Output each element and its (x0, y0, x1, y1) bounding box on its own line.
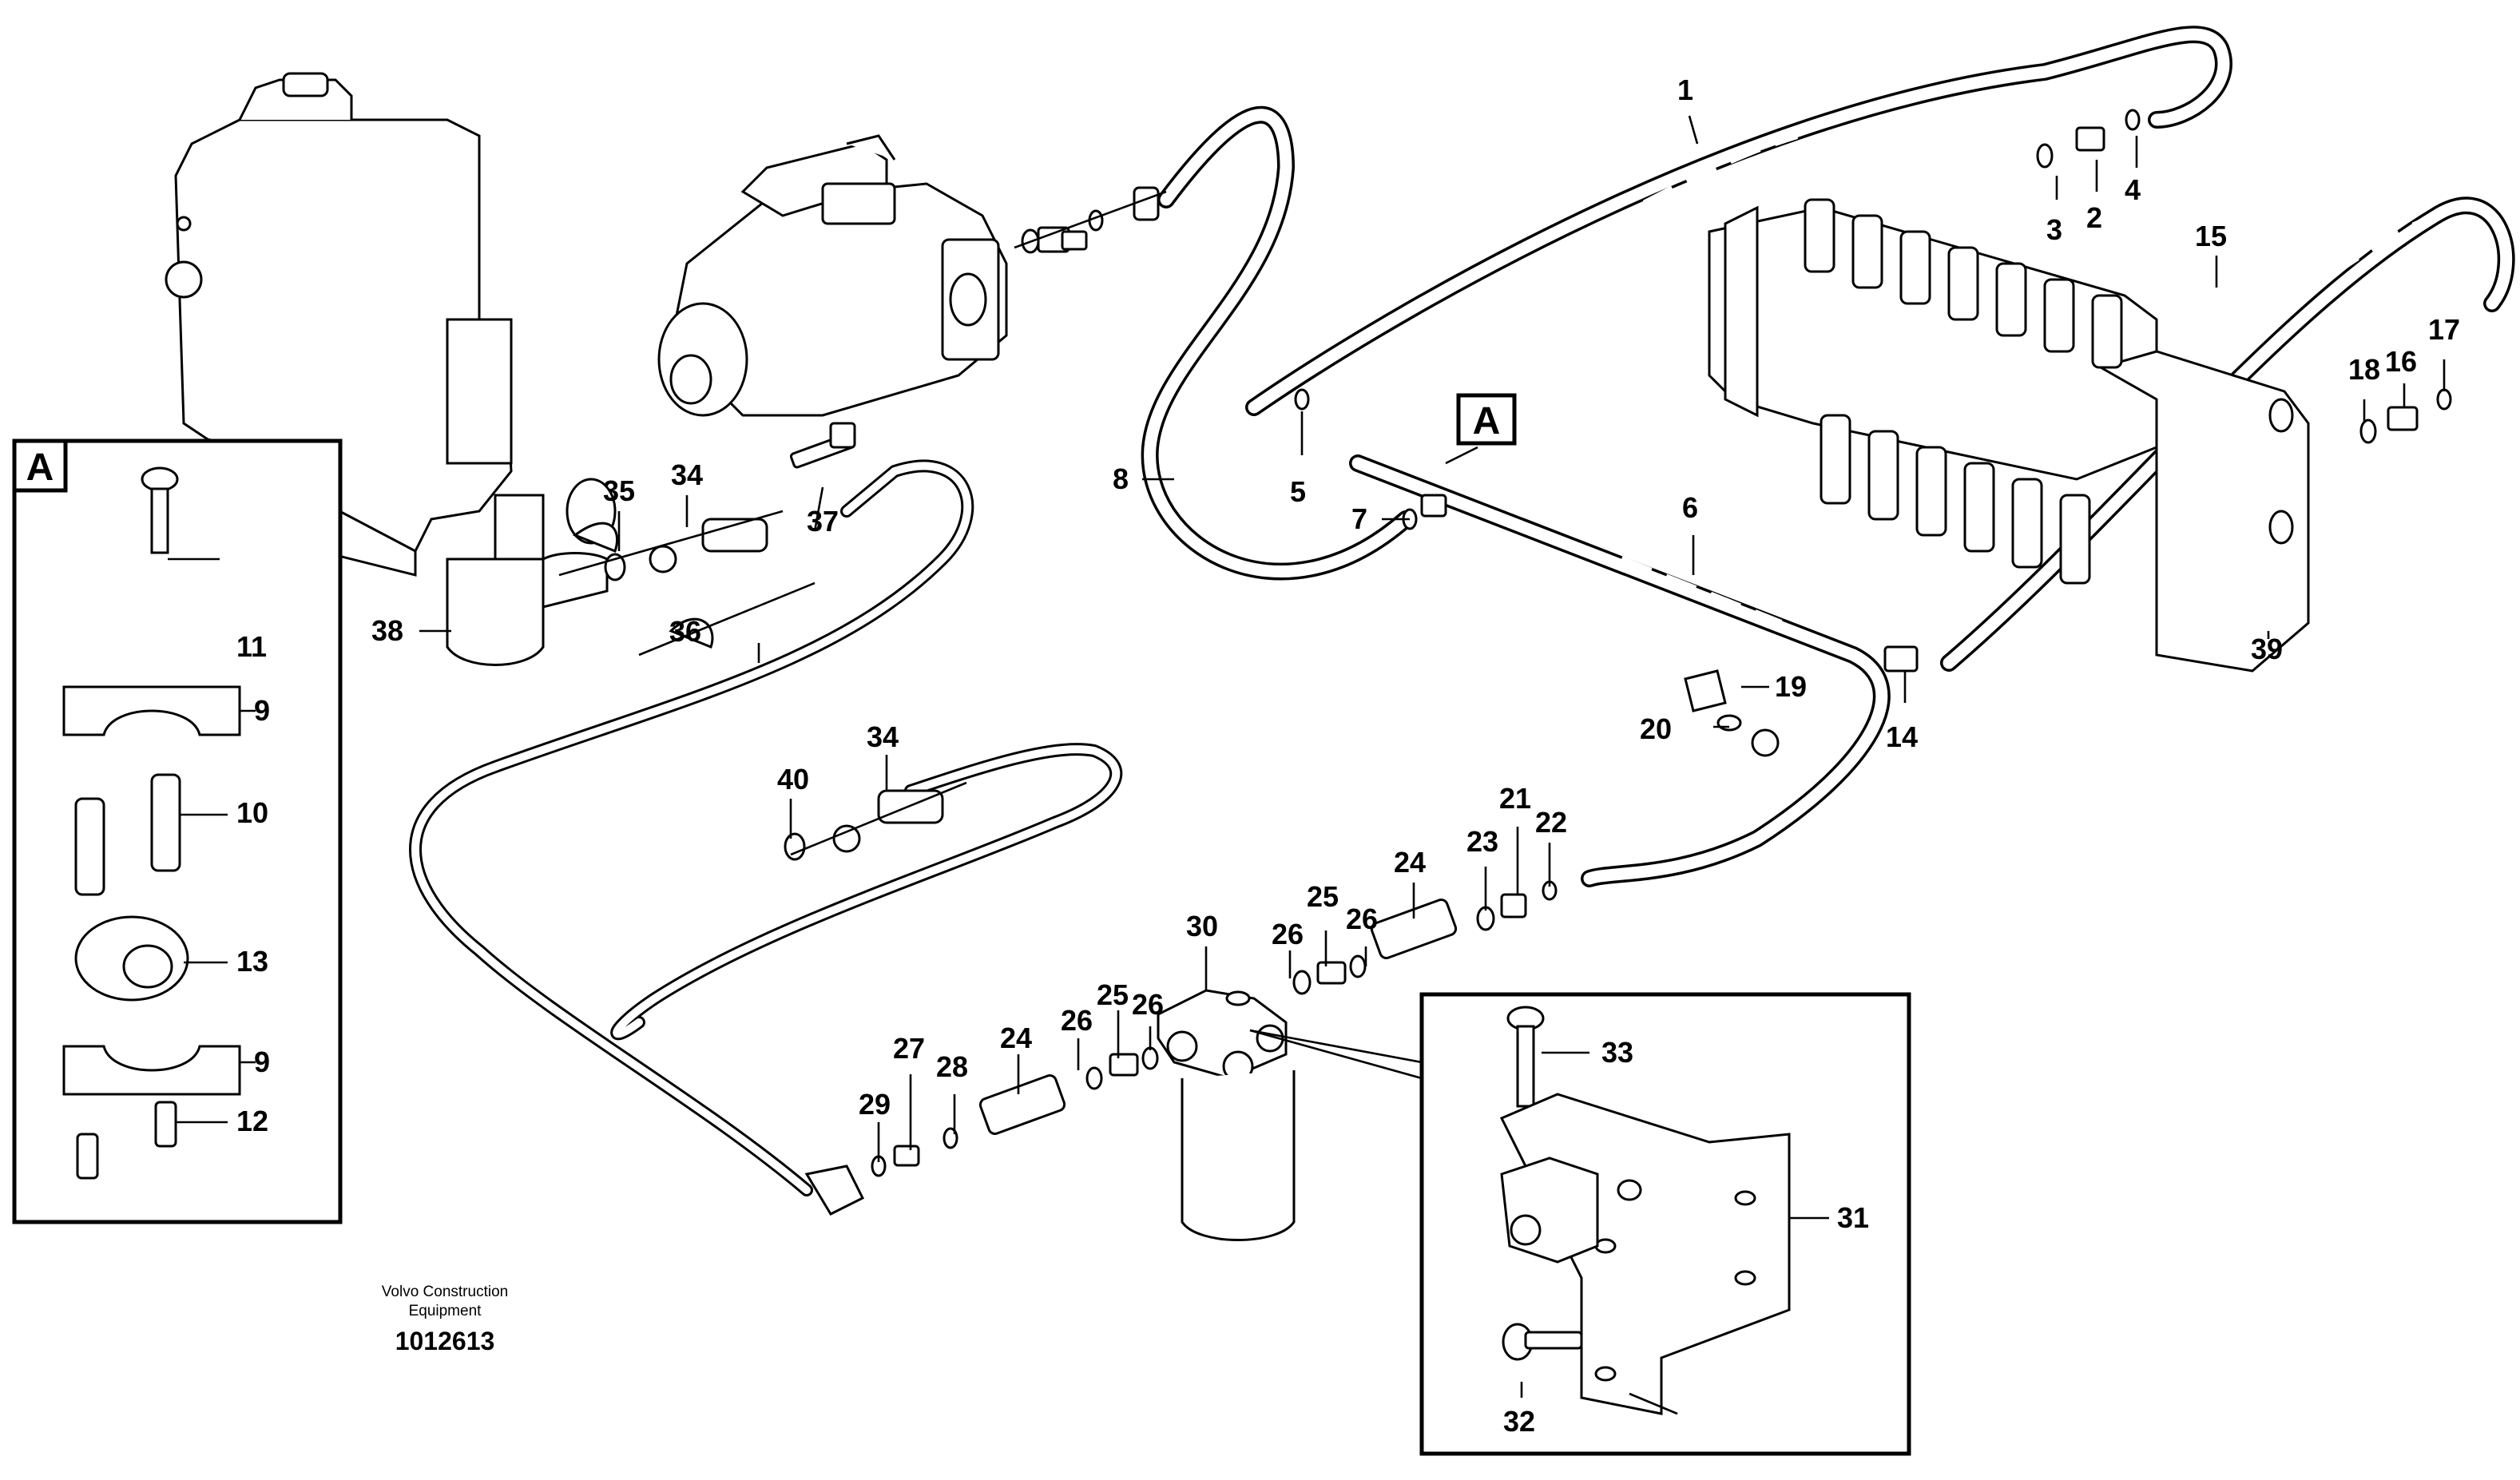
callout-label: 1 (1677, 73, 1693, 106)
callout-label: 5 (1290, 475, 1306, 508)
callout-label: 34 (867, 720, 899, 753)
callout-label: 18 (2348, 353, 2380, 386)
hose-6 (1349, 454, 1891, 887)
callout-label: 3 (2046, 213, 2062, 246)
inset-a-label: 12 (236, 1105, 268, 1137)
callouts: 1 2 3 4 5 6 7 8 14 15 16 17 18 19 20 21 … (371, 73, 2460, 1121)
bracket-label: 32 (1503, 1405, 1535, 1438)
leader-lines (419, 115, 2446, 1162)
fittings-lower (558, 109, 2452, 1216)
inset-a-tag: A (26, 446, 54, 489)
callout-label: 26 (1061, 1004, 1093, 1037)
callout-label: 27 (893, 1032, 925, 1065)
inset-a-label: 13 (236, 945, 268, 978)
return-tube (409, 459, 1123, 1196)
inset-a-label: 9 (254, 694, 270, 727)
callout-label: 40 (777, 763, 809, 796)
callout-label: 6 (1682, 491, 1698, 524)
callout-label: 8 (1113, 462, 1129, 495)
view-marker-letter: A (1473, 400, 1501, 442)
callout-label: 26 (1272, 918, 1304, 950)
document-number: 1012613 (395, 1327, 495, 1355)
callout-label: 39 (2251, 633, 2283, 665)
callout-label: 26 (1346, 903, 1378, 935)
hydraulic-pump (657, 134, 1008, 417)
hose-1 (1245, 26, 2232, 416)
publisher-caption: Volvo Construction Equipment 1012613 (382, 1284, 508, 1355)
callout-label: 36 (669, 615, 701, 648)
callout-label: 25 (1307, 880, 1339, 913)
inset-bracket: 33 31 32 (1249, 992, 1911, 1456)
callout-label: 22 (1535, 806, 1567, 839)
callout-label: 14 (1886, 720, 1918, 753)
return-filter (1157, 989, 1296, 1241)
callout-label: 19 (1775, 670, 1807, 703)
hose-8 (1141, 105, 1415, 581)
callout-label: 30 (1186, 910, 1218, 942)
callout-label: 29 (859, 1088, 891, 1121)
callout-label: 34 (671, 458, 703, 491)
bracket-label: 31 (1837, 1201, 1869, 1234)
callout-label: 15 (2195, 220, 2227, 252)
bracket-label: 33 (1601, 1036, 1633, 1069)
callout-label: 25 (1097, 978, 1129, 1011)
callout-label: 16 (2385, 345, 2417, 378)
callout-label: 38 (371, 614, 403, 647)
callout-label: 2 (2086, 201, 2102, 234)
inset-a-label: 10 (236, 796, 268, 829)
view-marker: A (1445, 393, 1517, 465)
control-valve (1708, 198, 2310, 673)
callout-label: 35 (603, 474, 635, 507)
callout-label: 4 (2125, 173, 2141, 206)
callout-label: 7 (1351, 502, 1367, 535)
callout-label: 17 (2428, 313, 2460, 346)
inset-a: A 11 9 10 13 9 12 (12, 438, 343, 1224)
callout-label: 23 (1466, 825, 1498, 858)
callout-label: 21 (1499, 782, 1531, 815)
callout-label: 37 (807, 505, 839, 538)
callout-label: 20 (1640, 712, 1672, 745)
inset-a-label: 9 (254, 1046, 270, 1078)
inset-a-label: 11 (236, 630, 267, 663)
publisher-name-line1: Volvo Construction (382, 1284, 508, 1300)
valve-spools (1804, 198, 2123, 585)
callout-label: 26 (1132, 988, 1164, 1021)
publisher-name-line2: Equipment (409, 1303, 482, 1319)
callout-label: 24 (1394, 846, 1426, 879)
callout-label: 28 (936, 1050, 968, 1083)
callout-label: 24 (1000, 1022, 1032, 1054)
pump-fittings (1014, 186, 1167, 254)
